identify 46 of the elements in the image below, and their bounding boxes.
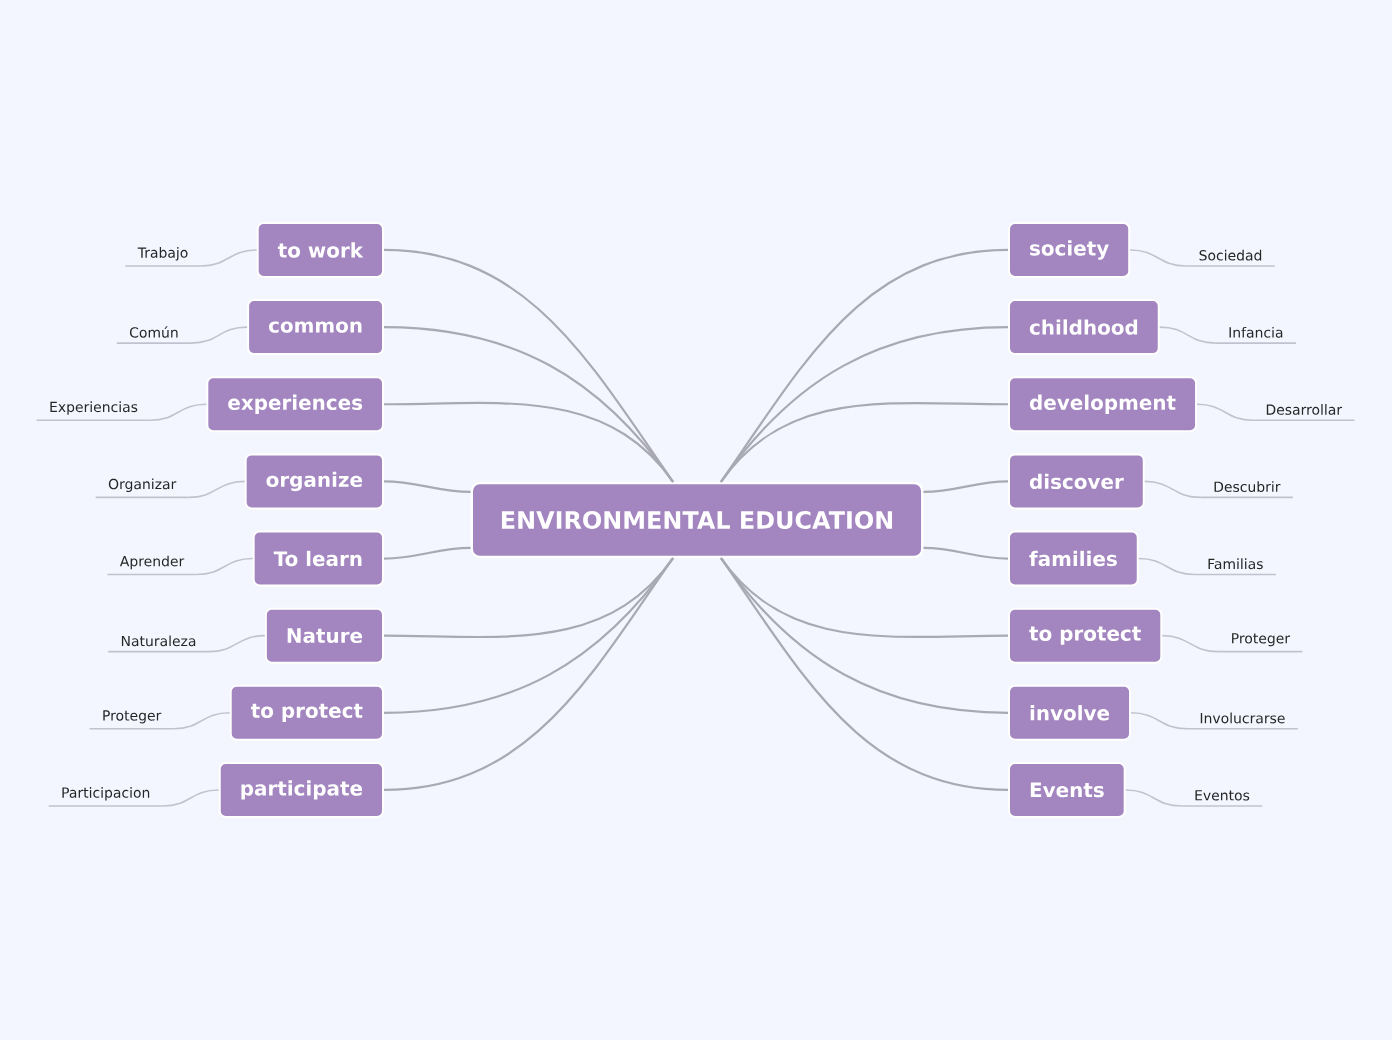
connector-line [149,403,208,422]
topic-box: participate [218,761,384,818]
topic-box: development [1008,376,1198,433]
connector-line [172,712,231,730]
topic-box: childhood [1008,299,1160,356]
connector-line [1196,403,1254,422]
connector-line [384,546,471,560]
connector-line [720,326,1009,483]
connector-line [199,249,258,267]
connector-line [1161,634,1220,653]
connector-line [383,480,471,494]
topic-box: Nature [264,607,384,664]
topic-box: discover [1008,453,1145,510]
connector-line [1129,249,1187,267]
central-topic-box: ENVIRONMENTAL EDUCATION [470,481,924,559]
topic-box: organize [244,453,384,510]
connector-line [384,401,674,483]
connector-line [383,557,674,792]
topic-box: common [247,299,384,356]
connector-line [720,401,1009,483]
topic-box: to protect [1008,607,1163,664]
connector-line [720,557,1009,792]
connector-line [720,557,1009,638]
topic-box: to work [256,221,384,278]
connector-line [195,557,254,576]
topic-box: Events [1008,761,1126,818]
connector-line [208,634,266,653]
connector-line [384,557,674,639]
connector-line [190,326,248,344]
connector-line [1124,789,1183,807]
connector-line [383,248,674,483]
topic-box: to protect [229,684,384,741]
topic-box: To learn [252,530,384,587]
connector-line [1144,480,1202,499]
connector-line [923,480,1009,494]
connector-line [1130,712,1188,730]
topic-box: society [1008,221,1131,278]
topic-box: families [1008,530,1139,587]
connector-line [1137,557,1196,576]
connector-line [383,557,674,714]
connector-line [1158,326,1217,344]
connector-line [161,789,220,807]
topic-box: experiences [206,376,384,433]
connector-line [923,546,1009,560]
topic-box: involve [1008,684,1132,741]
connector-line [187,480,246,499]
